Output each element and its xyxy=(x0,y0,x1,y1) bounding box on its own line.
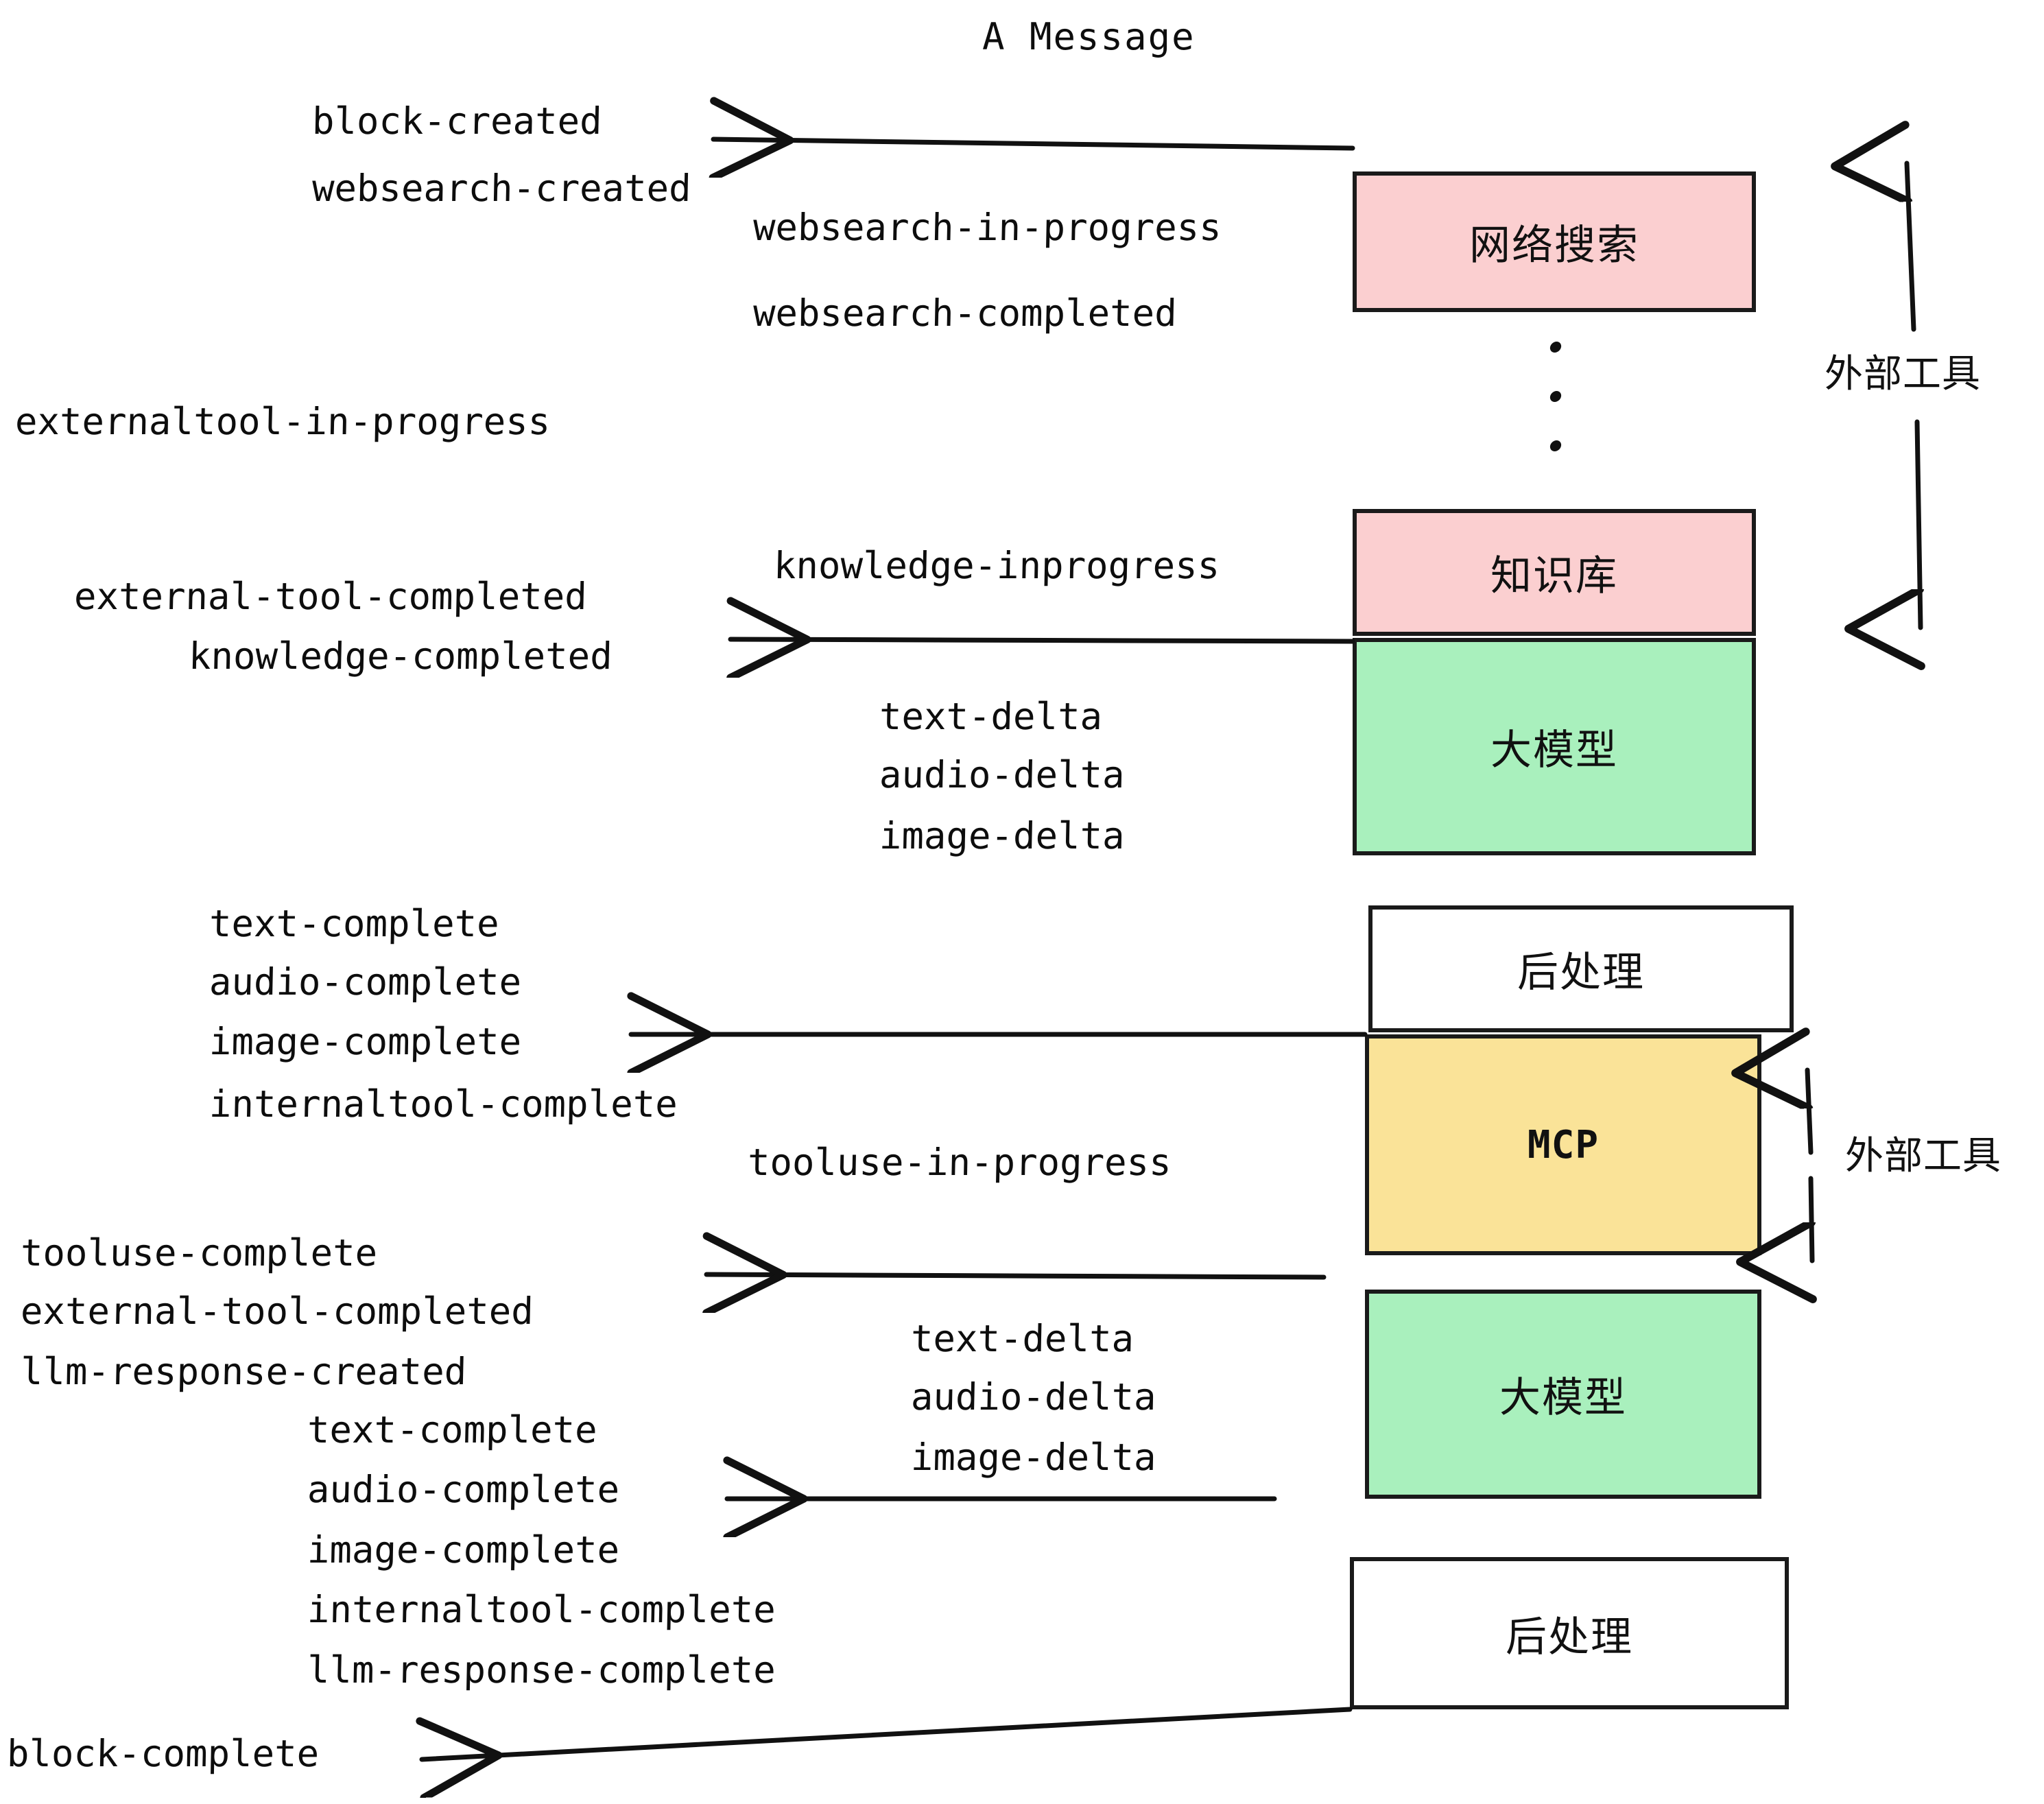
node-label-websearch: 网络搜索 xyxy=(1469,222,1639,270)
node-box-mcp: MCP xyxy=(1365,1034,1761,1255)
event-label-internaltool-complete-1: internaltool-complete xyxy=(209,1082,678,1126)
node-label-postproc-2: 后处理 xyxy=(1506,1613,1633,1661)
vertical-ellipsis-icon xyxy=(1549,342,1562,451)
event-label-internaltool-complete-2: internaltool-complete xyxy=(307,1588,776,1631)
arrow-knowledge-to-knowledge-completed xyxy=(730,639,1355,641)
arrow-external-tools-top-down xyxy=(1917,419,1921,628)
node-label-mcp: MCP xyxy=(1527,1122,1600,1167)
event-label-tooluse-complete: tooluse-complete xyxy=(20,1231,378,1274)
node-box-knowledge: 知识库 xyxy=(1353,509,1756,636)
node-label-llm-1: 大模型 xyxy=(1490,726,1618,774)
node-box-llm-1: 大模型 xyxy=(1353,638,1756,855)
event-label-image-delta-1: image-delta xyxy=(879,814,1126,857)
event-label-tooluse-in-progress: tooluse-in-progress xyxy=(747,1141,1172,1184)
event-label-knowledge-completed: knowledge-completed xyxy=(188,634,613,678)
node-label-llm-2: 大模型 xyxy=(1499,1374,1627,1422)
event-label-text-delta-2: text-delta xyxy=(910,1317,1134,1360)
arrow-external-tools-bottom-down xyxy=(1811,1176,1812,1261)
node-box-websearch: 网络搜索 xyxy=(1353,171,1756,312)
node-label-knowledge: 知识库 xyxy=(1490,552,1618,600)
event-label-audio-delta-2: audio-delta xyxy=(910,1375,1157,1419)
event-label-llm-response-complete: llm-response-complete xyxy=(307,1648,776,1692)
node-box-postproc-2: 后处理 xyxy=(1350,1557,1789,1709)
event-label-websearch-in-progress: websearch-in-progress xyxy=(752,206,1222,249)
event-label-websearch-created: websearch-created xyxy=(311,167,692,210)
arrow-mcp-to-tooluse-complete xyxy=(706,1274,1327,1277)
event-label-external-tool-completed-2: external-tool-completed xyxy=(20,1290,534,1333)
event-label-llm-response-created: llm-response-created xyxy=(20,1350,467,1393)
event-label-text-complete-1: text-complete xyxy=(209,902,500,945)
event-label-audio-complete-2: audio-complete xyxy=(307,1468,620,1511)
event-label-audio-delta-1: audio-delta xyxy=(879,753,1126,796)
event-label-knowledge-inprogress: knowledge-inprogress xyxy=(773,544,1220,587)
event-label-text-complete-2: text-complete xyxy=(307,1408,598,1451)
event-label-audio-complete-1: audio-complete xyxy=(209,960,522,1004)
event-label-external-tool-completed-1: external-tool-completed xyxy=(73,575,588,618)
arrow-external-tools-bottom-up xyxy=(1807,1070,1814,1155)
node-box-llm-2: 大模型 xyxy=(1365,1290,1761,1499)
page-title: A Message xyxy=(982,15,1196,58)
node-box-postproc-1: 后处理 xyxy=(1368,905,1794,1032)
group-label-external-tools-bottom: 外部工具 xyxy=(1845,1134,2001,1178)
node-label-postproc-1: 后处理 xyxy=(1517,949,1645,997)
event-label-image-complete-1: image-complete xyxy=(209,1020,522,1063)
event-label-externaltool-in-progress: externaltool-in-progress xyxy=(14,400,551,443)
group-label-external-tools-top: 外部工具 xyxy=(1825,352,1981,396)
event-label-image-delta-2: image-delta xyxy=(910,1436,1157,1479)
arrow-postproc2-to-block-complete xyxy=(422,1707,1353,1759)
event-label-block-complete: block-complete xyxy=(6,1732,320,1775)
event-label-websearch-completed: websearch-completed xyxy=(752,292,1178,335)
event-label-text-delta-1: text-delta xyxy=(879,695,1103,738)
event-label-block-created: block-created xyxy=(311,99,603,143)
event-label-image-complete-2: image-complete xyxy=(307,1528,620,1571)
arrow-external-tools-top-up xyxy=(1907,163,1916,332)
arrow-websearch-to-block-created xyxy=(713,139,1355,148)
